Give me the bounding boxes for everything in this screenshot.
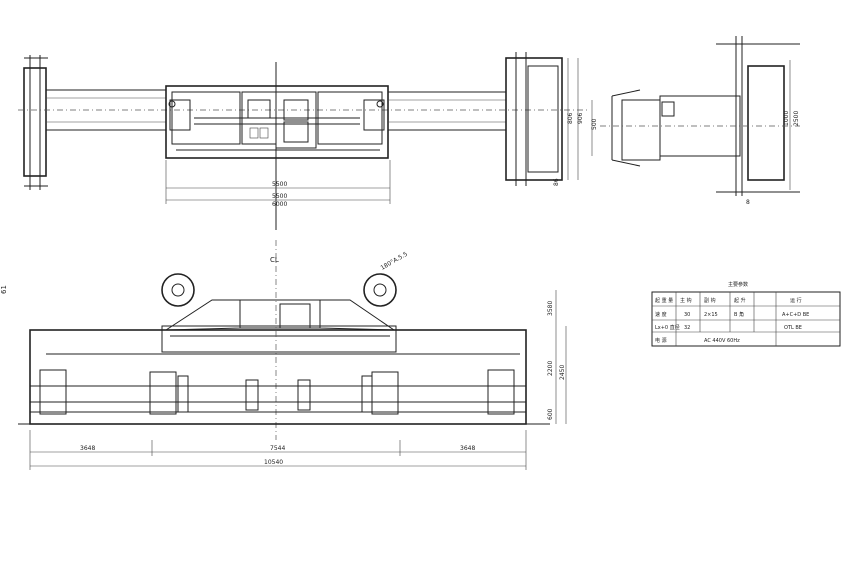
t-r1-c0: 速 度 (655, 311, 667, 318)
side-dim-3: 2500 (793, 111, 800, 126)
t-r2-c4: OTL BE (784, 325, 802, 331)
dim-top-2: 5500 (272, 193, 287, 200)
t-r3-c0: 电 源 (655, 337, 667, 344)
side-dim-2: 1000 (783, 111, 790, 126)
front-dim-1: 3648 (80, 445, 95, 452)
side-view: 500 1000 2500 8 (591, 36, 800, 206)
front-dim-3: 3648 (460, 445, 475, 452)
t-r0-c4: 运 行 (790, 297, 802, 304)
t-r3-c2: AC 440V 60Hz (704, 338, 740, 344)
centerline-label: CL (270, 256, 279, 264)
dim-right-2: 906 (577, 112, 584, 124)
front-dim-4: 10540 (264, 459, 283, 466)
front-dim-2: 7544 (270, 445, 285, 452)
spreader-beam (29, 329, 527, 425)
right-end-frame (505, 57, 563, 181)
front-vdim-1: 3580 (547, 301, 554, 316)
dim-top-1: 5500 (272, 181, 287, 188)
t-r2-c0: Lx+0 直径 (655, 324, 680, 331)
front-view: CL 180°A.5.5 3648 7544 3648 10540 3580 2… (18, 240, 567, 470)
left-wheel (161, 273, 195, 307)
front-vdim-4: 600 (547, 408, 554, 420)
front-vdim-2: 2200 (547, 361, 554, 376)
side-dim-1: 500 (591, 118, 598, 130)
side-dim-bottom: 8 (746, 199, 750, 206)
front-vdim-3: 2450 (559, 365, 566, 380)
t-r1-c1: 30 (684, 312, 690, 318)
t-r0-c2: 副 钩 (704, 297, 716, 304)
dim-right-1: 806 (567, 112, 574, 124)
trolley-frame (165, 85, 389, 159)
angle-note: 180°A.5.5 (380, 251, 410, 272)
page-number: 61 (0, 285, 8, 294)
t-r1-c3: B 角 (734, 311, 744, 318)
t-r2-c1: 32 (684, 325, 690, 331)
dim-right-3: 86 (553, 178, 560, 186)
top-plan-view: 5500 5500 6000 806 906 86 (18, 52, 590, 230)
table-title: 主要参数 (728, 281, 748, 288)
t-r1-c4: A+C+D BE (782, 312, 809, 318)
t-r0-c3: 起 升 (734, 297, 746, 304)
left-end-frame (23, 67, 47, 177)
dim-top-3: 6000 (272, 201, 287, 208)
t-r0-c0: 起 重 量 (655, 297, 673, 304)
spec-table: 主要参数 起 重 量 主 钩 副 钩 起 升 运 行 速 度 30 2×15 B… (651, 281, 841, 347)
t-r0-c1: 主 钩 (680, 297, 692, 304)
right-wheel (363, 273, 397, 307)
t-r1-c2: 2×15 (704, 312, 718, 318)
